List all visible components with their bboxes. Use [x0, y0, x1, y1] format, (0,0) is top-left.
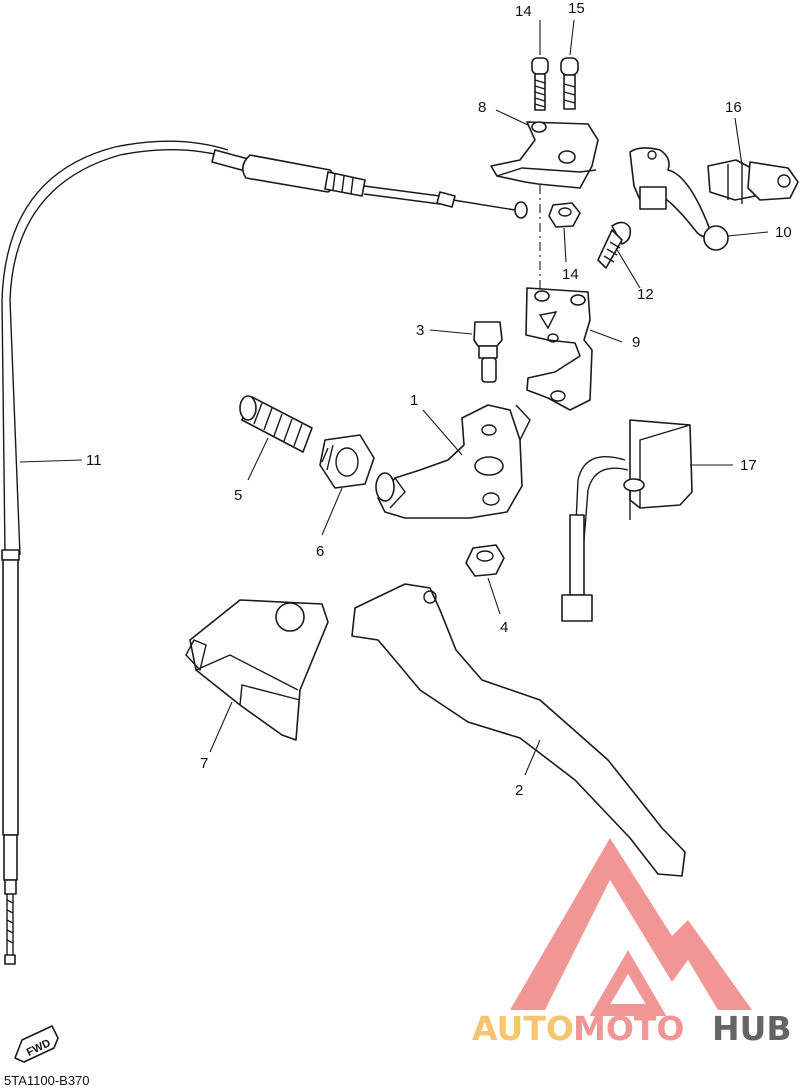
callout-12: 12: [637, 286, 654, 303]
callout-13: 14: [515, 3, 532, 20]
callout-8: 8: [478, 99, 486, 116]
callout-9: 9: [632, 334, 640, 351]
callout-5: 5: [234, 487, 242, 504]
part-3-bolt: [473, 321, 503, 383]
part-7-lever-cover: [185, 599, 329, 741]
part-10-hot-start-lever: [629, 147, 729, 251]
callout-7: 7: [200, 755, 208, 772]
part-1-lever-bracket: [375, 404, 531, 519]
callout-1: 1: [410, 392, 418, 409]
callout-3: 3: [416, 322, 424, 339]
callout-10: 10: [775, 224, 792, 241]
part-13-bolt: [531, 57, 549, 111]
part-14-nut: [548, 202, 581, 228]
watermark-text-auto: AUTO: [472, 1009, 574, 1048]
part-6-locknut: [319, 434, 375, 489]
callout-17: 17: [740, 457, 757, 474]
watermark-text-hub: HUB: [712, 1009, 792, 1048]
part-9-lower-clamp: [525, 287, 593, 411]
part-12-screw: [597, 221, 632, 269]
part-11-clutch-cable: [1, 140, 528, 965]
watermark-logo: AUTO MOTO HUB: [472, 838, 792, 1048]
diagram-code: 5TA1100-B370: [4, 1073, 90, 1088]
callout-14: 14: [562, 266, 579, 283]
callout-15: 15: [568, 0, 585, 17]
watermark-inner-triangle-icon: [589, 950, 667, 1016]
part-17-switch: [561, 419, 693, 622]
callout-11: 11: [86, 452, 102, 469]
watermark-triangle-icon: [510, 838, 752, 1010]
part-4-nut: [465, 544, 505, 577]
callout-labels: 14 15 8 16 10 14 12 9 3 1 17 11 5 6 4 7 …: [86, 0, 792, 799]
leader-lines: [19, 19, 769, 776]
part-5-adjuster: [239, 395, 313, 453]
callout-4: 4: [500, 619, 508, 636]
part-16-holder: [707, 159, 799, 204]
callout-2: 2: [515, 782, 523, 799]
watermark-text-moto: MOTO: [573, 1009, 684, 1048]
callout-16: 16: [725, 99, 742, 116]
fwd-indicator: FWD: [14, 1025, 59, 1063]
part-2-clutch-lever: [351, 583, 686, 877]
callout-6: 6: [316, 543, 324, 560]
part-8-upper-clamp: [490, 121, 599, 189]
part-15-bolt: [560, 57, 579, 110]
